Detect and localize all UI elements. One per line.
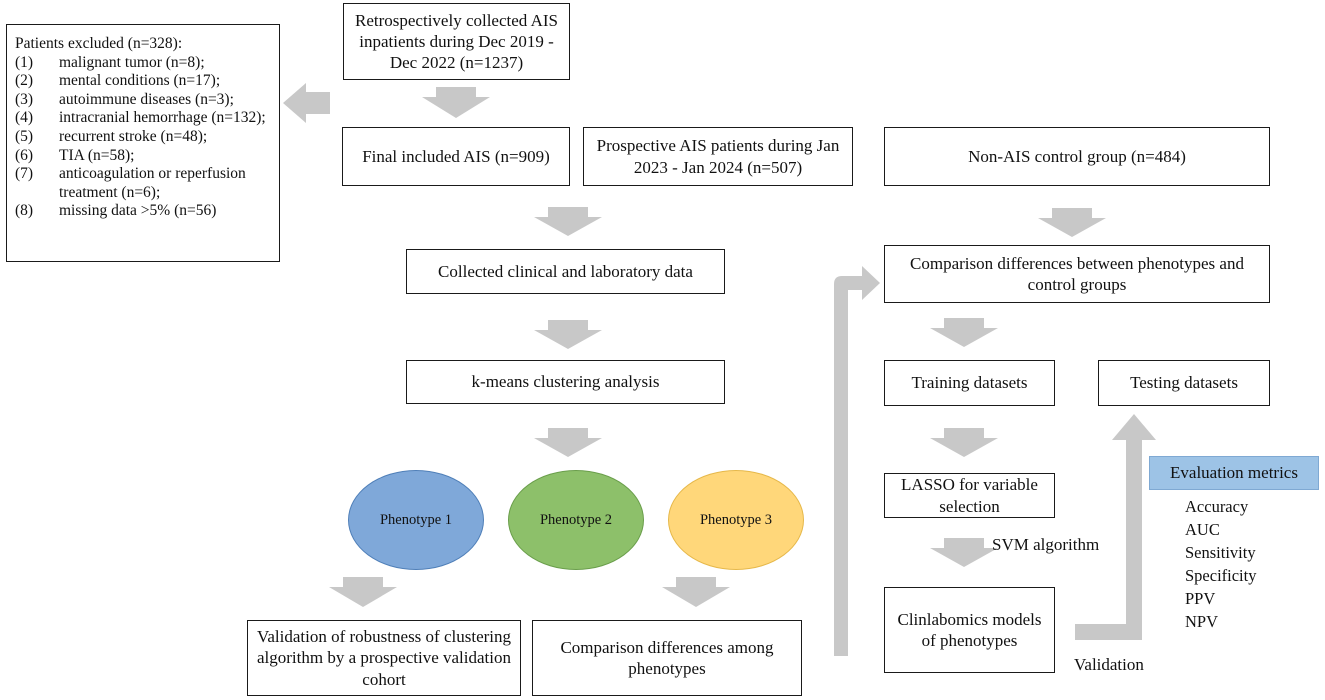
phenotype-3-ellipse: Phenotype 3: [668, 470, 804, 570]
metric-item: AUC: [1185, 520, 1220, 539]
exclusion-item: (8)missing data >5% (n=56): [15, 202, 217, 220]
evaluation-metrics-header: Evaluation metrics: [1149, 456, 1319, 490]
arrow-down-4: [534, 428, 602, 457]
non-ais-control-box: Non-AIS control group (n=484): [884, 127, 1270, 186]
arrow-down-6: [930, 318, 998, 347]
exclusion-item: (1)malignant tumor (n=8);: [15, 53, 205, 71]
comparison-among-box: Comparison differences among phenotypes: [532, 620, 802, 696]
arrow-down-3: [534, 320, 602, 349]
exclusion-item: (4)intracranial hemorrhage (n=132);: [15, 109, 266, 127]
testing-datasets-box: Testing datasets: [1098, 360, 1270, 406]
exclusion-title: Patients excluded (n=328):: [15, 35, 183, 52]
arrow-down-8: [930, 538, 998, 567]
exclusion-item: (3)autoimmune diseases (n=3);: [15, 90, 234, 108]
arrow-down-9: [329, 577, 397, 607]
metric-item: Specificity: [1185, 566, 1257, 585]
arrow-to-exclusion: [283, 83, 330, 123]
collected-data-box: Collected clinical and laboratory data: [406, 249, 725, 294]
exclusion-item: (5)recurrent stroke (n=48);: [15, 127, 208, 145]
kmeans-box: k-means clustering analysis: [406, 360, 725, 404]
exclusion-item: (6)TIA (n=58);: [15, 146, 135, 164]
lasso-box: LASSO for variable selection: [884, 473, 1055, 518]
training-datasets-box: Training datasets: [884, 360, 1055, 406]
phenotype-1-ellipse: Phenotype 1: [348, 470, 484, 570]
arrow-down-5: [1038, 208, 1106, 237]
metric-item: Sensitivity: [1185, 543, 1256, 562]
phenotype-2-ellipse: Phenotype 2: [508, 470, 644, 570]
arrow-down-1: [422, 87, 490, 118]
validation-label: Validation: [1074, 655, 1144, 674]
arrow-down-2: [534, 207, 602, 236]
arrow-validation-up: [1075, 414, 1156, 640]
arrow-down-10: [662, 577, 730, 607]
exclusion-item: (2)mental conditions (n=17);: [15, 72, 221, 90]
final-included-box: Final included AIS (n=909): [342, 127, 570, 186]
metric-item: Accuracy: [1185, 497, 1249, 516]
retrospective-box: Retrospectively collected AIS inpatients…: [343, 3, 570, 80]
arrow-bent-up-right: [834, 266, 880, 656]
exclusion-item: (7)anticoagulation or reperfusion treatm…: [15, 165, 246, 201]
prospective-box: Prospective AIS patients during Jan 2023…: [583, 127, 853, 186]
validation-robustness-box: Validation of robustness of clustering a…: [247, 620, 521, 696]
arrow-down-7: [930, 428, 998, 457]
comparison-control-box: Comparison differences between phenotype…: [884, 245, 1270, 303]
metric-item: NPV: [1185, 612, 1219, 631]
svm-label: SVM algorithm: [992, 535, 1100, 554]
exclusion-box: Patients excluded (n=328): (1)malignant …: [6, 24, 280, 262]
clinlabomics-box: Clinlabomics models of phenotypes: [884, 587, 1055, 673]
metric-item: PPV: [1185, 589, 1216, 608]
